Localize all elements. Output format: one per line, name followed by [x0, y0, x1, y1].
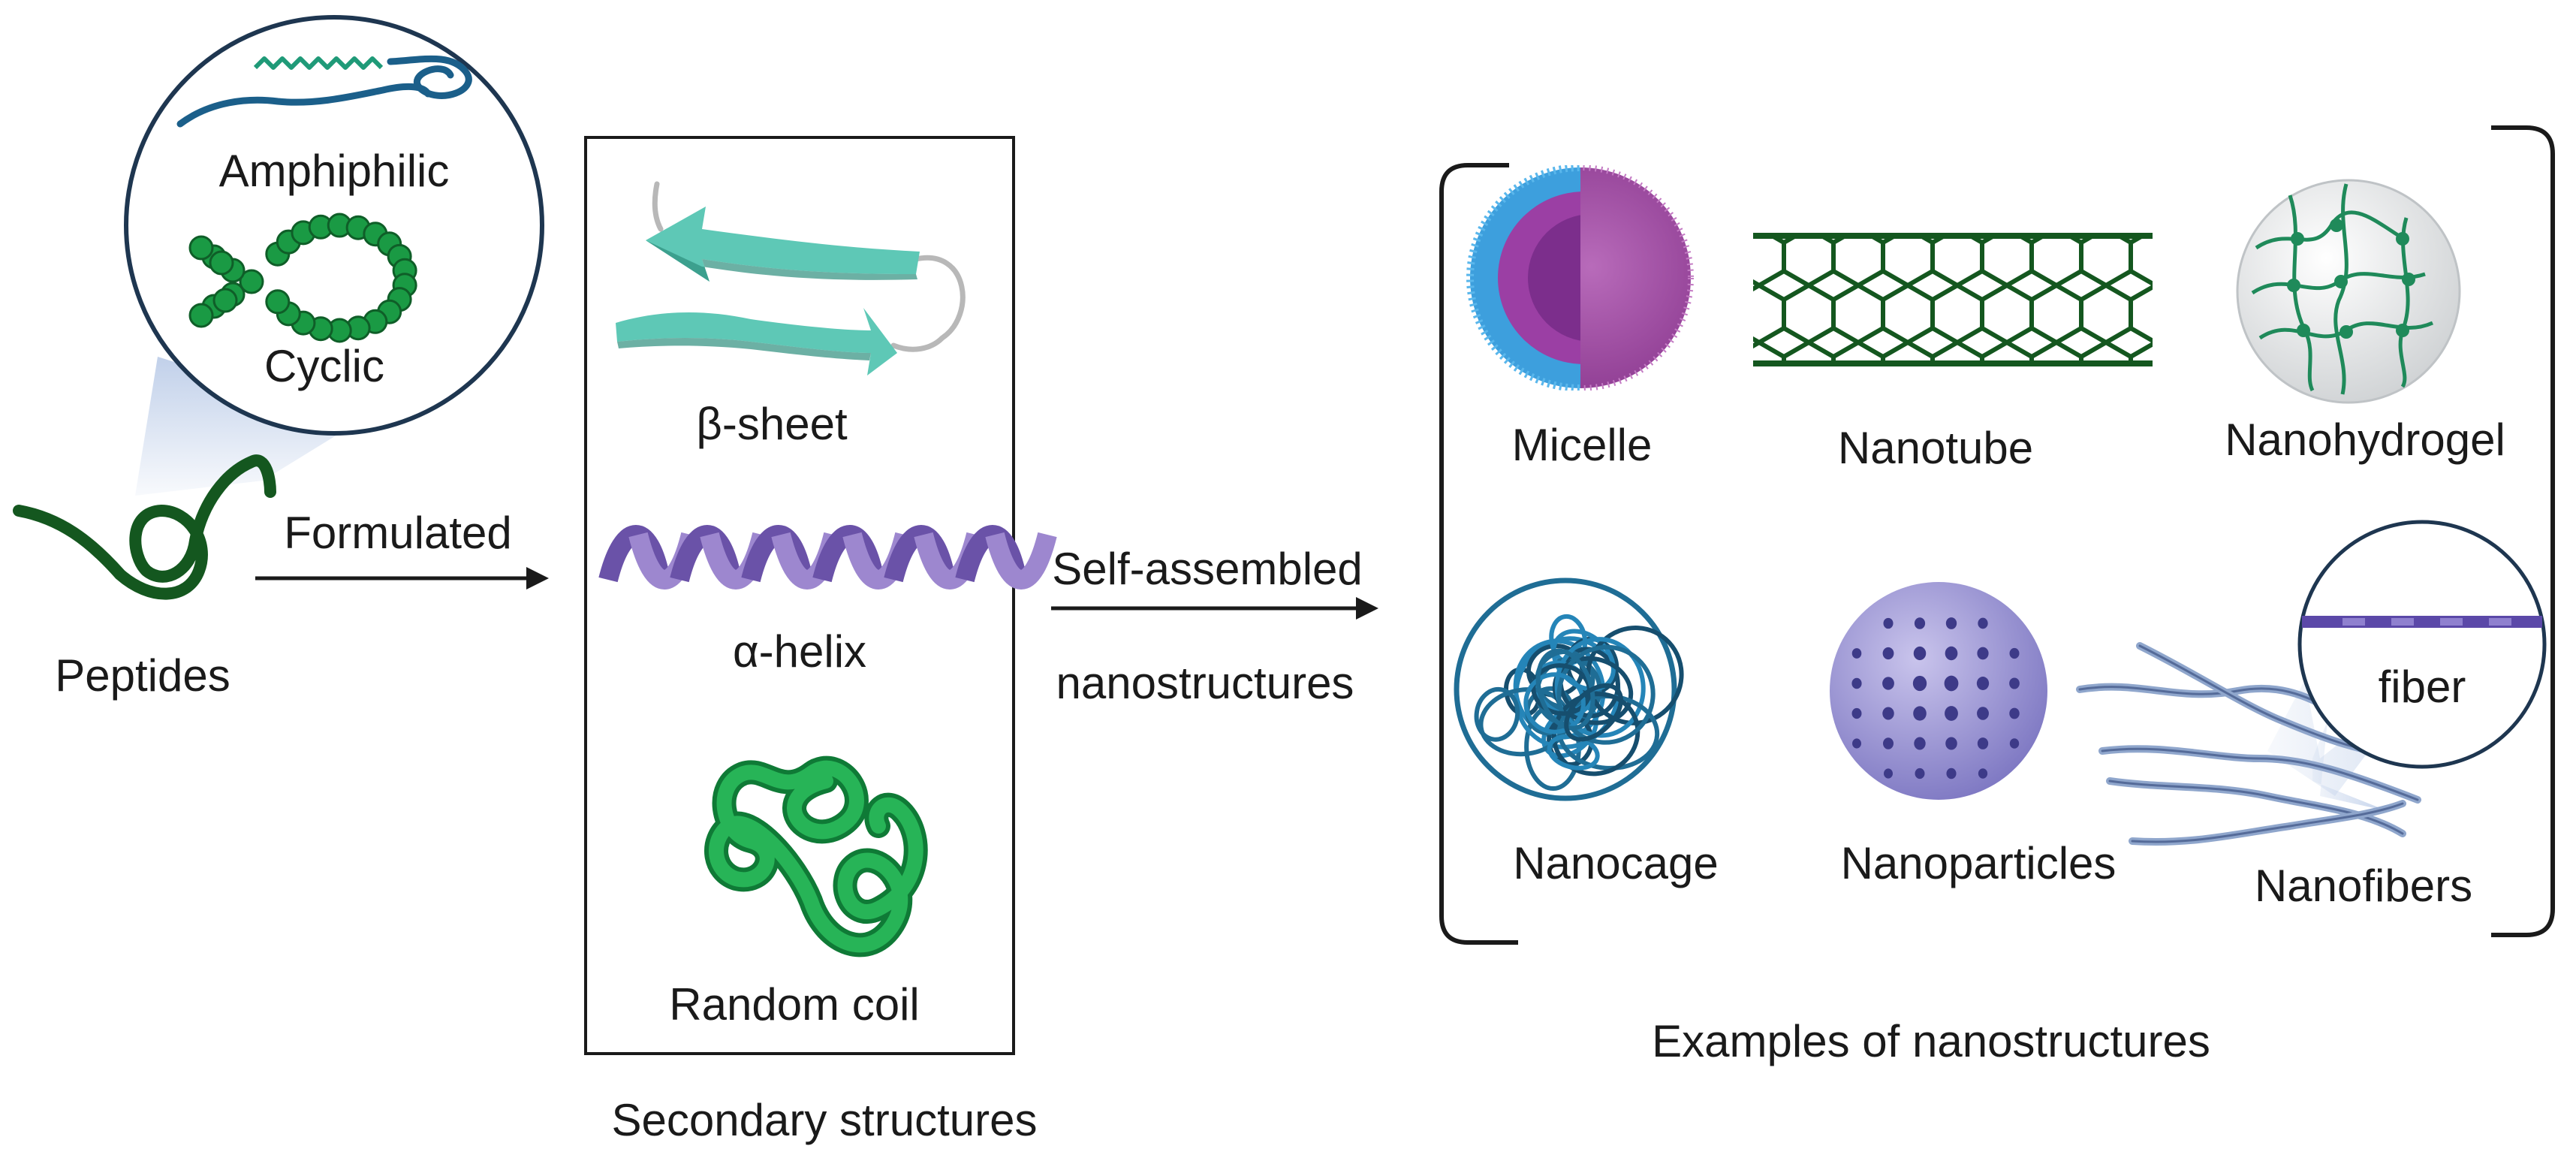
- nanotube-label: Nanotube: [1838, 423, 2033, 473]
- nanoparticles-icon: [1830, 582, 2047, 800]
- formulated-label: Formulated: [284, 508, 511, 558]
- left-bracket: [1439, 163, 1518, 945]
- nanostructures-caption: Examples of nanostructures: [1652, 1016, 2210, 1066]
- random-coil-label: Random coil: [669, 979, 920, 1030]
- fiber-zoom-label: fiber: [2379, 662, 2466, 712]
- alpha-helix-icon: [598, 525, 1057, 590]
- peptide-zoom-cone: [135, 357, 360, 496]
- beta-sheet-icon: [616, 181, 966, 375]
- peptides-label: Peptides: [55, 650, 230, 701]
- right-bracket: [2491, 125, 2555, 937]
- nanotube-icon: [1753, 233, 2153, 366]
- nanohydrogel-icon: [2236, 179, 2461, 404]
- nanoparticles-label: Nanoparticles: [1841, 838, 2117, 888]
- nanocage-icon: [1454, 577, 1684, 801]
- self-assembled-label: Self-assembled: [1052, 544, 1363, 594]
- alpha-helix-label: α-helix: [733, 626, 866, 677]
- cyclic-label: Cyclic: [264, 341, 384, 391]
- beta-sheet-label: β-sheet: [696, 399, 848, 449]
- random-coil-icon: [704, 755, 928, 957]
- cyclic-peptide-icon: [188, 213, 417, 343]
- amphiphilic-peptide-icon: [176, 55, 472, 128]
- nanofibers-label: Nanofibers: [2255, 861, 2472, 911]
- fiber-zoom-circle: [2297, 520, 2547, 769]
- nanocage-label: Nanocage: [1513, 838, 1719, 888]
- amphiphilic-label: Amphiphilic: [219, 146, 450, 196]
- micelle-icon: [1466, 165, 1694, 391]
- peptide-chain-icon: [13, 454, 276, 600]
- micelle-label: Micelle: [1512, 420, 1653, 470]
- nanostructures-label: nanostructures: [1056, 658, 1354, 708]
- secondary-structures-box: [584, 136, 1015, 1055]
- nanohydrogel-label: Nanohydrogel: [2225, 415, 2505, 465]
- secondary-structures-caption: Secondary structures: [612, 1095, 1038, 1145]
